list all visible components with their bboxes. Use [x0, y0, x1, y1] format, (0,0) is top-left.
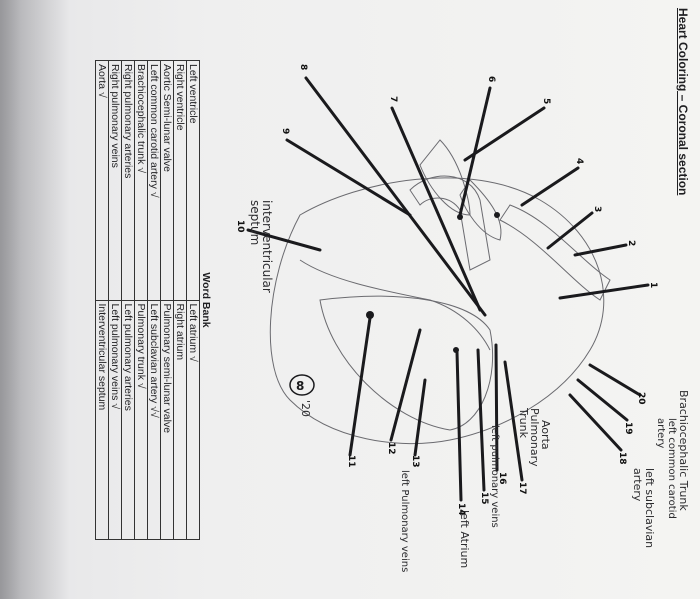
label-line-3 — [546, 211, 594, 250]
hand-interventricular-septum: interventricular septum — [248, 200, 274, 293]
label-number-1: 1 — [648, 282, 658, 289]
label-line-5 — [463, 106, 546, 162]
hand-left-common-carotid: left common carotid artery — [655, 418, 677, 519]
pin-6 — [457, 214, 463, 220]
table-row: Brachiocephalic trunk √ Pulmonary trunk … — [134, 60, 148, 540]
word-left-7: Aorta √ — [95, 60, 109, 300]
word-left-5: Right pulmonary arteries — [121, 60, 135, 300]
label-number-10: 10 — [235, 220, 245, 233]
label-number-11: 11 — [346, 455, 356, 468]
aorta-outline — [409, 175, 491, 271]
hand-brachiocephalic: Brachiocephalic Trunk — [677, 390, 690, 511]
label-line-18 — [568, 393, 623, 452]
word-bank-title: Word Bank — [199, 60, 212, 540]
word-right-2: Pulmonary semi-lunar valve — [160, 300, 174, 540]
label-line-13 — [413, 378, 427, 457]
word-right-7: Interventricular septum — [95, 300, 109, 540]
word-left-2: Aortic Semi-lunar valve — [160, 60, 174, 300]
label-number-5: 5 — [541, 98, 551, 105]
label-number-20: 20 — [636, 392, 646, 405]
heart-outline — [269, 177, 605, 445]
hand-score: '20 — [299, 400, 312, 418]
label-number-6: 6 — [486, 76, 496, 83]
table-row: Aorta √ Interventricular septum — [95, 60, 109, 540]
grade-circle — [289, 374, 315, 396]
label-line-17 — [503, 360, 524, 482]
hand-left-subclavian: left subclavian artery — [631, 468, 656, 549]
chamber-right-outline — [459, 179, 502, 241]
label-number-12: 12 — [386, 442, 396, 455]
word-right-3: Left subclavian artery √√ — [147, 300, 161, 540]
hand-left-pulmonary-veins-2: left Pulmonary veins — [399, 470, 410, 573]
word-bank: Word Bank Left ventricle Left atrium √ R… — [95, 60, 212, 540]
table-row: Left ventricle Left atrium √ — [186, 60, 200, 540]
word-left-6: Right pulmonary veins — [108, 60, 122, 300]
table-row: Right ventricle Right atrium — [173, 60, 187, 540]
word-right-1: Right atrium — [173, 300, 187, 540]
label-number-4: 4 — [574, 158, 584, 165]
table-row: Right pulmonary arteries Left pulmonary … — [121, 60, 135, 540]
word-right-6: Left pulmonary veins √ — [108, 300, 122, 540]
label-line-2 — [573, 243, 628, 257]
label-line-20 — [588, 363, 642, 397]
label-number-16: 16 — [497, 472, 507, 485]
word-right-5: Left pulmonary arteries — [121, 300, 135, 540]
label-line-6 — [458, 86, 492, 217]
ventricle-outline — [319, 295, 494, 431]
vessel-outline-top — [499, 204, 611, 301]
label-line-19 — [576, 378, 629, 422]
table-row: Left common carotid artery √ Left subcla… — [147, 60, 161, 540]
label-line-4 — [520, 166, 580, 207]
word-left-0: Left ventricle — [186, 60, 200, 300]
label-number-14: 14 — [456, 503, 466, 516]
label-number-7: 7 — [388, 96, 398, 103]
label-line-1 — [558, 283, 650, 300]
label-line-7 — [390, 106, 482, 312]
label-number-3: 3 — [592, 206, 602, 213]
label-number-13: 13 — [410, 455, 420, 468]
label-number-2: 2 — [626, 240, 636, 247]
label-number-19: 19 — [623, 422, 633, 435]
label-line-8 — [304, 76, 487, 317]
label-number-8: 8 — [298, 64, 308, 71]
pin-4 — [494, 212, 500, 218]
hand-left-atrium: left Atrium — [458, 510, 471, 569]
label-number-17: 17 — [517, 482, 527, 495]
word-left-1: Right ventricle — [173, 60, 187, 300]
table-row: Right pulmonary veins Left pulmonary vei… — [108, 60, 122, 540]
page-shadow — [0, 0, 70, 599]
label-number-9: 9 — [280, 128, 290, 135]
label-line-12 — [389, 328, 422, 442]
label-number-18: 18 — [617, 452, 627, 465]
label-line-9 — [285, 138, 412, 217]
label-line-10 — [246, 228, 322, 252]
hand-pulmonary-trunk: Pulmonary Trunk — [517, 408, 541, 467]
septum-outline — [299, 259, 491, 351]
grade-eight: 8 — [296, 379, 304, 393]
word-left-4: Brachiocephalic trunk √ — [134, 60, 148, 300]
label-line-11 — [348, 316, 372, 457]
pin-14 — [453, 347, 459, 353]
label-line-14 — [455, 350, 463, 502]
word-right-0: Left atrium √ — [186, 300, 200, 540]
word-left-3: Left common carotid artery √ — [147, 60, 161, 300]
label-line-15 — [476, 348, 486, 492]
word-right-4: Pulmonary trunk √ — [134, 300, 148, 540]
word-bank-table: Word Bank Left ventricle Left atrium √ R… — [95, 60, 212, 540]
label-line-16 — [494, 343, 499, 472]
pin-11 — [366, 311, 374, 319]
label-number-15: 15 — [479, 492, 489, 505]
table-row: Aortic Semi-lunar valve Pulmonary semi-l… — [160, 60, 174, 540]
